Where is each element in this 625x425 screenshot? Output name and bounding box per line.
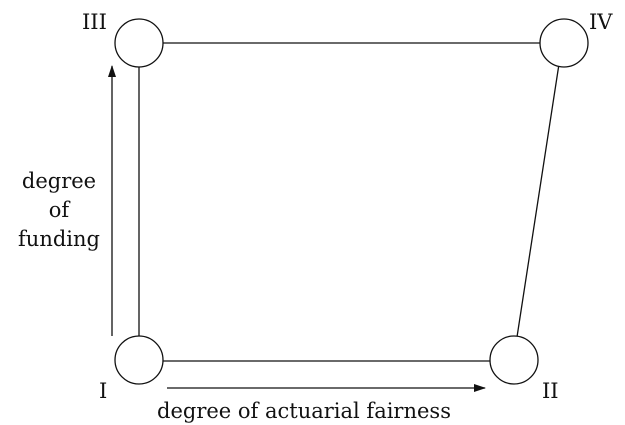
node-IV-label: IV [589,10,613,34]
y-axis-label-line-3: funding [18,227,100,251]
y-axis-label-line-2: of [49,198,72,222]
node-II-label: II [542,379,559,403]
node-III-label: III [82,10,107,34]
node-III-circle [114,18,164,68]
node-II-circle [489,335,539,385]
node-IV-circle [539,18,589,68]
node-I-circle [114,335,164,385]
edge-IV-II [516,63,560,338]
x-axis-label: degree of actuarial fairness [157,399,451,423]
y-axis-label-line-1: degree [22,169,96,193]
node-I-label: I [99,379,107,403]
